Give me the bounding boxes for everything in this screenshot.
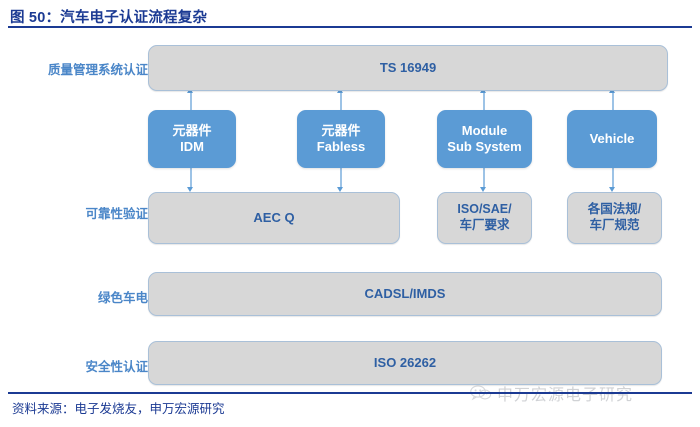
watermark: 申万宏源电子研究 xyxy=(470,381,633,405)
watermark-label: 申万宏源电子研究 xyxy=(497,387,634,404)
side-box-regs[interactable]: 各国法规/ 车厂规范 xyxy=(567,192,662,244)
connector-ts-fabless xyxy=(340,92,342,110)
bar-ts16949-label: TS 16949 xyxy=(379,59,437,75)
stage-module-line2: Sub System xyxy=(447,139,522,154)
connector-fabless-aecq xyxy=(340,168,342,188)
stage-box-idm[interactable]: 元器件 IDM xyxy=(148,110,236,168)
bar-cadsl-imds[interactable]: CADSL/IMDS xyxy=(148,272,662,316)
connector-module-isosae xyxy=(483,168,485,188)
connector-ts-vehicle xyxy=(612,92,614,110)
stage-idm-line2: IDM xyxy=(180,139,204,154)
page-title: 图 50：汽车电子认证流程复杂 xyxy=(10,10,208,26)
connector-idm-aecq xyxy=(190,168,192,188)
bar-aecq-label: AEC Q xyxy=(253,209,295,225)
side-box-iso-sae-line2: 车厂要求 xyxy=(459,218,510,232)
arrow-down-module xyxy=(480,187,486,192)
figure-source: 资料来源：电子发烧友，申万宏源研究 xyxy=(12,402,225,416)
row-label-safety: 安全性认证 xyxy=(85,360,148,374)
bar-iso26262-label: ISO 26262 xyxy=(373,354,437,370)
bar-cadsl-imds-label: CADSL/IMDS xyxy=(364,285,446,301)
stage-fabless-line1: 元器件 xyxy=(321,122,361,138)
arrow-down-fabless xyxy=(337,187,343,192)
side-box-iso-sae-line1: ISO/SAE/ xyxy=(457,202,512,217)
bar-ts16949[interactable]: TS 16949 xyxy=(148,45,668,91)
connector-vehicle-regs xyxy=(612,168,614,188)
side-box-iso-sae[interactable]: ISO/SAE/ 车厂要求 xyxy=(437,192,532,244)
arrow-down-idm xyxy=(187,187,193,192)
row-label-reliability: 可靠性验证 xyxy=(85,207,148,221)
side-box-regs-line1: 各国法规/ xyxy=(587,202,642,217)
stage-box-fabless[interactable]: 元器件 Fabless xyxy=(297,110,385,168)
connector-ts-idm xyxy=(190,92,192,110)
bar-iso26262[interactable]: ISO 26262 xyxy=(148,341,662,385)
stage-box-module[interactable]: Module Sub System xyxy=(437,110,532,168)
stage-box-vehicle[interactable]: Vehicle xyxy=(567,110,657,168)
side-box-regs-line2: 车厂规范 xyxy=(589,218,640,232)
stage-module-line1: Module xyxy=(461,122,508,138)
bar-aecq[interactable]: AEC Q xyxy=(148,192,400,244)
stage-vehicle-line1: Vehicle xyxy=(589,130,635,146)
stage-idm-line1: 元器件 xyxy=(172,122,212,138)
footer-divider xyxy=(8,392,692,394)
row-label-green: 绿色车电 xyxy=(97,291,148,305)
row-label-quality: 质量管理系统认证 xyxy=(47,63,148,77)
stage-fabless-line2: Fabless xyxy=(316,139,366,154)
title-divider xyxy=(8,26,692,28)
connector-ts-module xyxy=(483,92,485,110)
arrow-down-vehicle xyxy=(609,187,615,192)
